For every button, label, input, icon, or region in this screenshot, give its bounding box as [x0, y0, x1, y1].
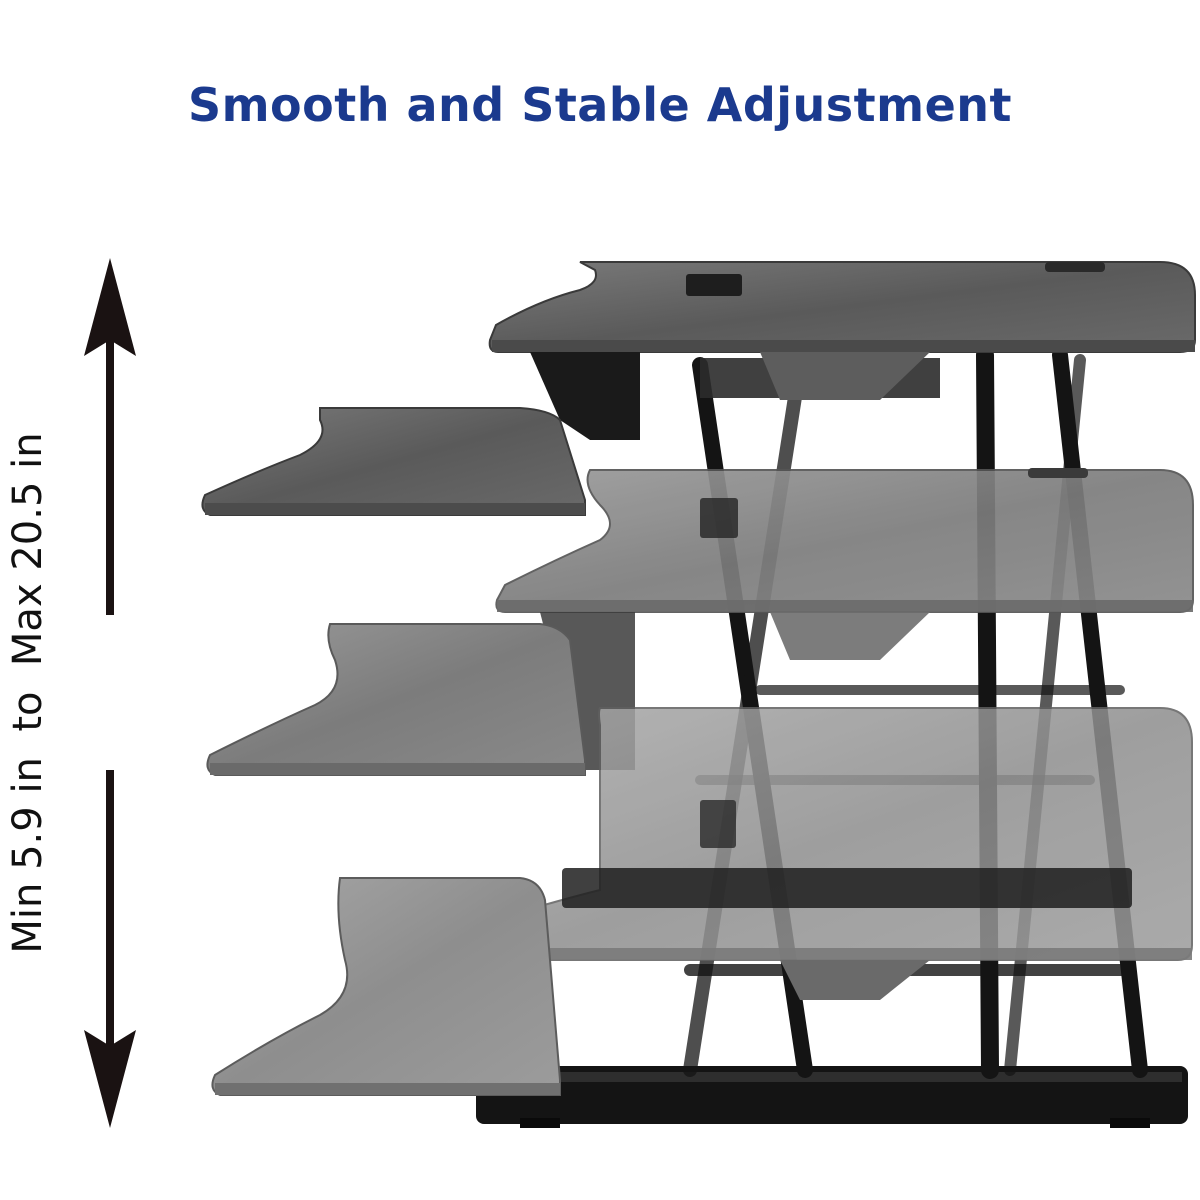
keyboard-tray-top [201, 407, 586, 516]
base-frame [476, 1066, 1188, 1128]
desk-surface-top [488, 261, 1196, 440]
arrow-down-icon [84, 1030, 136, 1128]
keyboard-tray-bottom [211, 877, 561, 1096]
page-title: Smooth and Stable Adjustment [187, 78, 1013, 132]
keyboard-tray-middle [206, 623, 586, 776]
arrow-up-icon [84, 258, 136, 356]
desk-surface-middle [495, 468, 1194, 770]
desk-surface-bottom [498, 707, 1193, 1000]
